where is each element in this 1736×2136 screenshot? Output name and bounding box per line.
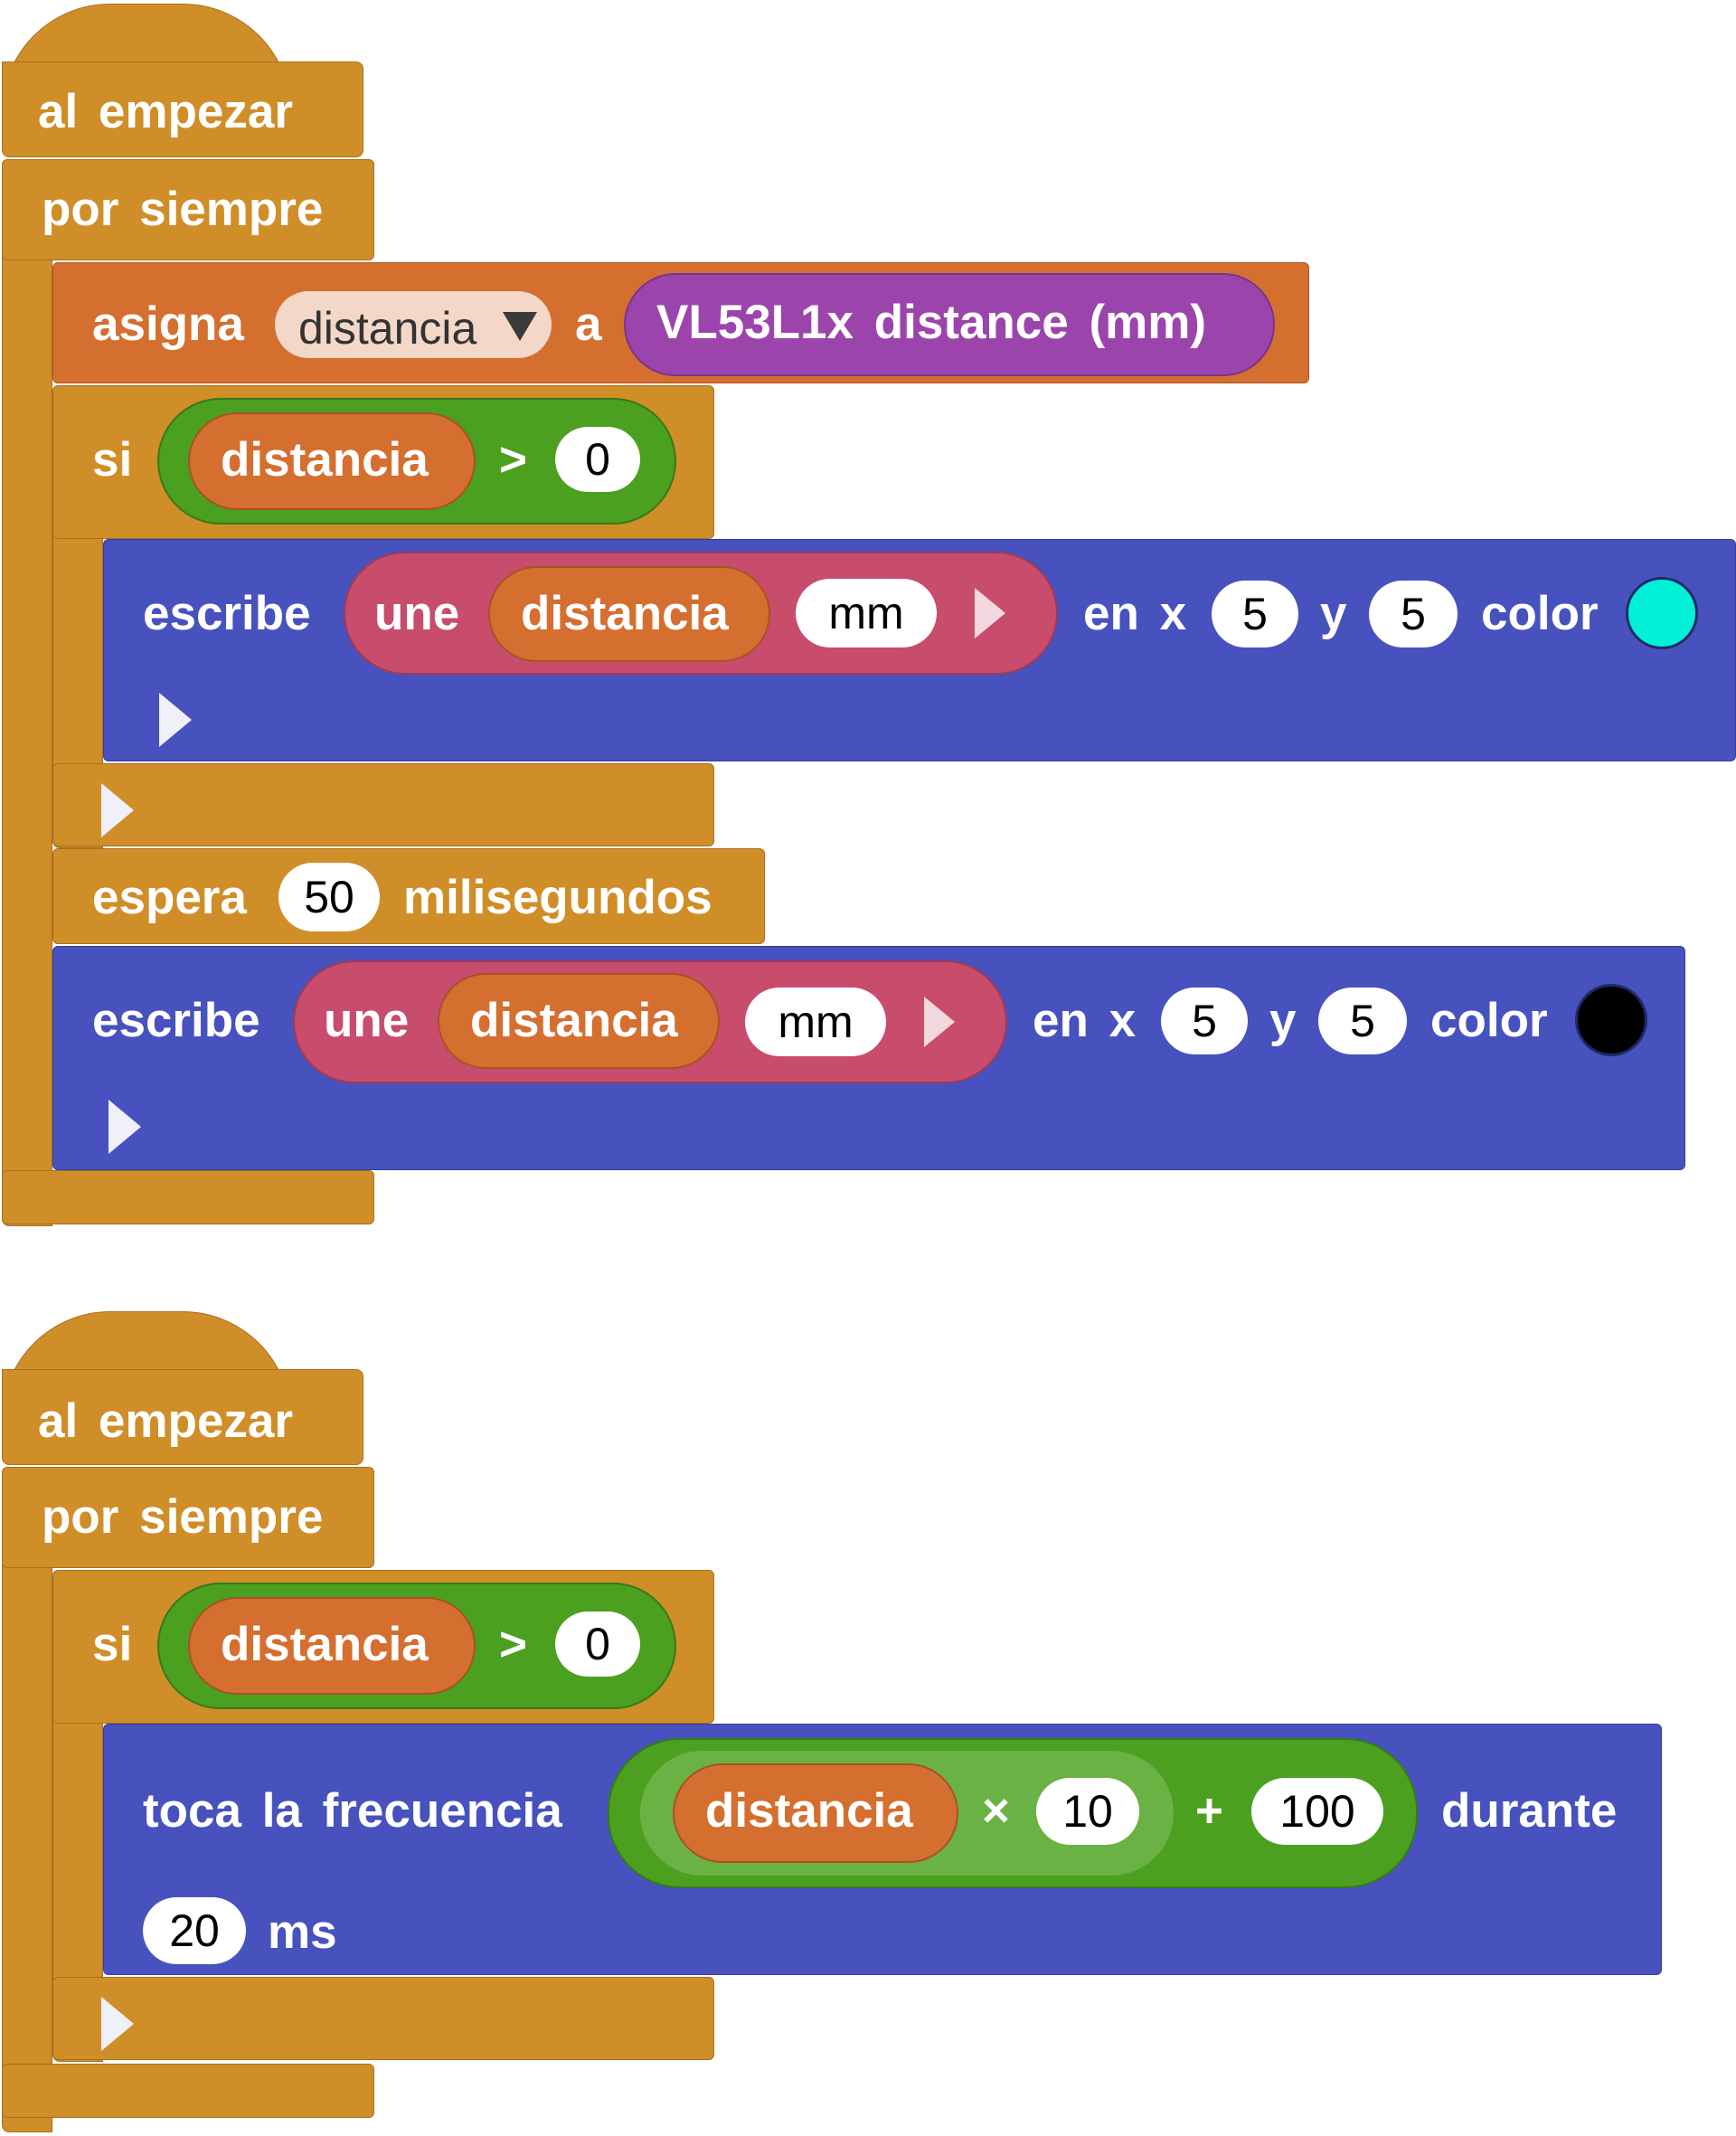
write-label: escribe bbox=[143, 587, 311, 640]
variable-reporter[interactable] bbox=[438, 973, 720, 1069]
addend-input[interactable]: 100 bbox=[1251, 1778, 1383, 1845]
forever-block[interactable] bbox=[2, 1467, 374, 1568]
duration-input[interactable]: 20 bbox=[143, 1897, 246, 1964]
forever-bottom bbox=[2, 1170, 374, 1224]
write-label: escribe bbox=[92, 994, 260, 1047]
at-x-label: en x bbox=[1033, 994, 1137, 1047]
expand-arrow-icon[interactable] bbox=[101, 783, 134, 837]
variable-label: distancia bbox=[470, 994, 678, 1047]
y-input[interactable]: 5 bbox=[1369, 581, 1458, 647]
wait-label: espera bbox=[92, 871, 247, 924]
expand-arrow-icon[interactable] bbox=[101, 1997, 134, 2051]
expand-arrow-icon[interactable] bbox=[924, 997, 955, 1047]
operator-gt: > bbox=[499, 433, 527, 487]
set-label: asigna bbox=[92, 298, 244, 351]
if-label: si bbox=[92, 1618, 133, 1671]
play-tone-label: toca la frecuencia bbox=[143, 1784, 562, 1838]
multiplier-input[interactable]: 10 bbox=[1036, 1778, 1139, 1845]
variable-reporter[interactable] bbox=[673, 1763, 958, 1863]
forever-block[interactable] bbox=[2, 159, 374, 260]
suffix-text-input[interactable]: mm bbox=[745, 988, 886, 1056]
compare-value-input[interactable]: 0 bbox=[555, 1611, 640, 1677]
on-start-label: al empezar bbox=[38, 85, 293, 138]
forever-label: por siempre bbox=[42, 1490, 324, 1544]
color-swatch-black[interactable] bbox=[1575, 984, 1647, 1056]
forever-label: por siempre bbox=[42, 183, 324, 236]
expand-arrow-icon[interactable] bbox=[159, 693, 192, 747]
x-input[interactable]: 5 bbox=[1212, 581, 1298, 647]
sensor-distance-reporter[interactable] bbox=[624, 273, 1275, 376]
forever-spine[interactable] bbox=[2, 1467, 52, 2132]
variable-reporter[interactable] bbox=[188, 1597, 476, 1695]
y-label: y bbox=[1320, 587, 1347, 640]
variable-dropdown-label: distancia bbox=[298, 303, 477, 354]
color-label: color bbox=[1430, 994, 1548, 1047]
color-label: color bbox=[1481, 587, 1599, 640]
y-input[interactable]: 5 bbox=[1318, 988, 1407, 1054]
expand-arrow-icon[interactable] bbox=[108, 1100, 141, 1154]
on-start-label: al empezar bbox=[38, 1394, 293, 1448]
on-start-block[interactable] bbox=[2, 1369, 363, 1465]
variable-label: distancia bbox=[221, 1618, 429, 1671]
forever-bottom bbox=[2, 2064, 374, 2118]
if-label: si bbox=[92, 433, 133, 487]
suffix-text-input[interactable]: mm bbox=[796, 579, 937, 647]
during-label: durante bbox=[1441, 1784, 1618, 1838]
forever-spine[interactable] bbox=[2, 159, 52, 1226]
at-x-label: en x bbox=[1083, 587, 1187, 640]
variable-reporter[interactable] bbox=[488, 566, 770, 662]
wait-ms-input[interactable]: 50 bbox=[278, 863, 380, 931]
sensor-distance-label: VL53L1x distance (mm) bbox=[656, 296, 1207, 349]
variable-label: distancia bbox=[521, 587, 729, 640]
join-label: une bbox=[324, 994, 410, 1047]
plus-operator: + bbox=[1195, 1784, 1223, 1838]
y-label: y bbox=[1269, 994, 1297, 1047]
variable-label: distancia bbox=[221, 433, 429, 487]
on-start-block[interactable] bbox=[2, 61, 363, 157]
multiply-operator: × bbox=[982, 1784, 1010, 1838]
wait-unit-label: milisegundos bbox=[403, 871, 712, 924]
wait-block[interactable] bbox=[52, 848, 765, 944]
dropdown-arrow-icon[interactable] bbox=[503, 312, 537, 341]
variable-label: distancia bbox=[705, 1784, 913, 1838]
x-input[interactable]: 5 bbox=[1161, 988, 1248, 1054]
set-to-label: a bbox=[575, 298, 602, 351]
compare-value-input[interactable]: 0 bbox=[555, 427, 640, 492]
if-bottom bbox=[52, 1977, 714, 2060]
variable-reporter[interactable] bbox=[188, 412, 476, 510]
if-bottom bbox=[52, 763, 714, 846]
operator-gt: > bbox=[499, 1618, 527, 1671]
color-swatch-cyan[interactable] bbox=[1626, 577, 1698, 649]
expand-arrow-icon[interactable] bbox=[975, 588, 1005, 638]
duration-unit-label: ms bbox=[268, 1905, 337, 1959]
join-label: une bbox=[374, 587, 460, 640]
